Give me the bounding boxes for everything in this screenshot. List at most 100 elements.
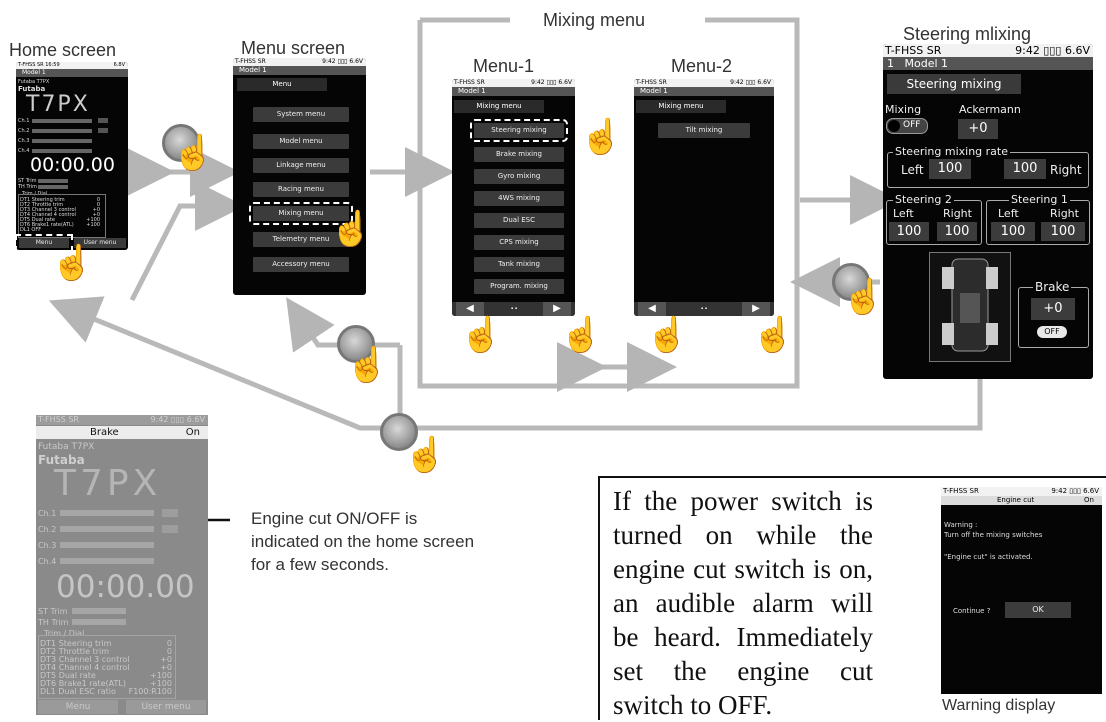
pointing-hand-icon: ☝ bbox=[171, 134, 215, 172]
menu-item-accessory[interactable]: Accessory menu bbox=[253, 257, 349, 272]
steering2-left-value[interactable]: 100 bbox=[889, 222, 929, 241]
engine-cut-label: Brake bbox=[90, 427, 119, 438]
gray-menu-button[interactable]: Menu bbox=[38, 700, 118, 714]
menu1-item-brake[interactable]: Brake mixing bbox=[474, 147, 564, 162]
home-menu-button[interactable]: Menu bbox=[16, 234, 73, 250]
steering-mixing-label: Mixing bbox=[885, 103, 922, 116]
warning-ok-button[interactable]: OK bbox=[1005, 602, 1071, 618]
menu1-prev-arrow-icon[interactable]: ◀ bbox=[456, 302, 484, 316]
home-user-menu-button[interactable]: User menu bbox=[74, 238, 126, 248]
gray-status-bar: T-FHSS SR 9:42 ▯▯▯ 6.6V bbox=[36, 415, 208, 425]
steering-mixing-toggle[interactable]: OFF bbox=[886, 118, 928, 134]
menu2-next-arrow-icon[interactable]: ▶ bbox=[742, 302, 770, 316]
menu2-screen: T-FHSS SR 9:42 ▯▯▯ 6.6V Model 1 Mixing m… bbox=[634, 79, 774, 316]
steering-model-name: 1 Model 1 bbox=[883, 57, 1093, 70]
gray-dial-3: DT3 Channel 3 control+0 bbox=[40, 655, 172, 664]
home-dial-4: DT4 Channel 4 control+0 bbox=[20, 212, 100, 218]
home-dial-7: DL1 OFF bbox=[20, 227, 42, 233]
steering2-right-label: Right bbox=[943, 207, 972, 220]
menu-item-racing[interactable]: Racing menu bbox=[253, 182, 349, 197]
gray-ch4: Ch.4 bbox=[38, 557, 57, 566]
brake-switch[interactable]: OFF bbox=[1037, 326, 1067, 338]
caption-steering-mixing: Steering mlixing bbox=[903, 24, 1032, 44]
menu-model-name: Model 1 bbox=[233, 66, 366, 75]
home-dial-3: DT3 Channel 3 control+0 bbox=[20, 207, 100, 213]
steering1-left-label: Left bbox=[998, 207, 1019, 220]
gray-ch1: Ch.1 bbox=[38, 509, 57, 518]
gray-dial-6: DT6 Brake1 rate(ATL)+100 bbox=[40, 679, 172, 688]
menu2-header: Mixing menu bbox=[636, 100, 726, 113]
brake-value[interactable]: +0 bbox=[1031, 298, 1075, 320]
menu-screen: T-FHSS SR 9:42 ▯▯▯ 6.6V Model 1 Menu Sys… bbox=[233, 58, 366, 295]
home-status-text: T-FHSS SR 16:59 bbox=[18, 62, 60, 68]
home-engine-cut-screen: T-FHSS SR 9:42 ▯▯▯ 6.6V Brake On Futaba … bbox=[36, 415, 208, 715]
menu2-item-tilt[interactable]: Tilt mixing bbox=[658, 123, 750, 138]
steering-right-value[interactable]: 100 bbox=[1004, 159, 1046, 179]
steering1-right-value[interactable]: 100 bbox=[1041, 222, 1085, 241]
pointing-hand-icon: ☝ bbox=[645, 316, 689, 354]
caption-home-screen: Home screen bbox=[9, 40, 117, 60]
home-ch2: Ch.2 bbox=[18, 128, 30, 134]
warning-line2: "Engine cut" is activated. bbox=[944, 553, 1033, 561]
menu2-model-name: Model 1 bbox=[634, 87, 774, 96]
home-battery: 6.8V bbox=[113, 62, 125, 68]
caption-menu-1: Menu-1 bbox=[473, 56, 535, 76]
menu1-footer: ◀ ▪ ▪ ▶ bbox=[452, 302, 575, 316]
menu1-item-4ws[interactable]: 4WS mixing bbox=[474, 191, 564, 206]
menu-item-mixing[interactable]: Mixing menu bbox=[249, 202, 353, 225]
gray-st-trim: ST Trim bbox=[38, 607, 68, 616]
home-dial-5: DT5 Dual rate+100 bbox=[20, 217, 100, 223]
warning-line1: Turn off the mixing switches bbox=[944, 531, 1043, 539]
warning-frame bbox=[598, 476, 1106, 720]
menu-item-system[interactable]: System menu bbox=[253, 107, 349, 122]
menu1-item-tank[interactable]: Tank mixing bbox=[474, 257, 564, 272]
gray-th-trim: TH Trim bbox=[38, 618, 69, 627]
steering-ackermann-value[interactable]: +0 bbox=[958, 119, 998, 139]
steering1-left-value[interactable]: 100 bbox=[991, 222, 1035, 241]
steering2-left-label: Left bbox=[893, 207, 914, 220]
steering-rate-label: Steering mixing rate bbox=[893, 145, 1010, 158]
menu1-item-program[interactable]: Program. mixing bbox=[474, 279, 564, 294]
tap-button-icon bbox=[832, 263, 870, 301]
menu1-item-gyro[interactable]: Gyro mixing bbox=[474, 169, 564, 184]
home-ch3: Ch.3 bbox=[18, 138, 30, 144]
menu-item-model[interactable]: Model menu bbox=[253, 134, 349, 149]
car-chassis-icon bbox=[929, 252, 1011, 362]
menu1-item-steering[interactable]: Steering mixing bbox=[470, 119, 568, 142]
caption-engine-cut-note: Engine cut ON/OFF is indicated on the ho… bbox=[251, 509, 475, 574]
menu1-item-cps[interactable]: CPS mixing bbox=[474, 235, 564, 250]
home-ch4: Ch.4 bbox=[18, 148, 30, 154]
warning-state: On bbox=[1084, 496, 1094, 504]
menu1-item-dual-esc[interactable]: Dual ESC bbox=[474, 213, 564, 228]
steering-right-label: Right bbox=[1050, 163, 1082, 177]
menu1-model-name: Model 1 bbox=[452, 87, 575, 96]
tap-button-icon bbox=[162, 124, 200, 162]
home-th-trim: TH Trim bbox=[18, 184, 38, 190]
gray-ch2: Ch.2 bbox=[38, 525, 57, 534]
menu1-next-arrow-icon[interactable]: ▶ bbox=[543, 302, 571, 316]
caption-menu-screen: Menu screen bbox=[241, 38, 346, 58]
gray-ch3: Ch.3 bbox=[38, 541, 57, 550]
menu2-page-indicator: ▪ ▪ bbox=[701, 306, 707, 312]
tap-button-icon bbox=[380, 413, 418, 451]
menu-item-telemetry[interactable]: Telemetry menu bbox=[253, 232, 349, 247]
menu2-prev-arrow-icon[interactable]: ◀ bbox=[638, 302, 666, 316]
steering-left-value[interactable]: 100 bbox=[929, 159, 971, 179]
gray-user-menu-button[interactable]: User menu bbox=[126, 700, 206, 714]
pointing-hand-icon: ☝ bbox=[559, 316, 603, 354]
menu1-header: Mixing menu bbox=[454, 100, 544, 113]
pointing-hand-icon: ☝ bbox=[345, 346, 389, 384]
steering2-right-value[interactable]: 100 bbox=[937, 222, 977, 241]
gray-trim-header: Trim / Dial bbox=[44, 629, 85, 638]
warning-status-bar: T-FHSS SR 9:42 ▯▯▯ 6.6V bbox=[941, 487, 1102, 496]
menu1-page-indicator: ▪ ▪ bbox=[511, 306, 517, 312]
pointing-hand-icon: ☝ bbox=[50, 244, 94, 282]
gray-logo: Futaba bbox=[38, 453, 85, 467]
home-product: T7PX bbox=[26, 92, 90, 117]
home-ch1: Ch.1 bbox=[18, 118, 30, 124]
menu-item-linkage[interactable]: Linkage menu bbox=[253, 158, 349, 173]
home-timer: 00:00.00 bbox=[30, 154, 115, 176]
warning-label: Warning : bbox=[944, 521, 978, 529]
